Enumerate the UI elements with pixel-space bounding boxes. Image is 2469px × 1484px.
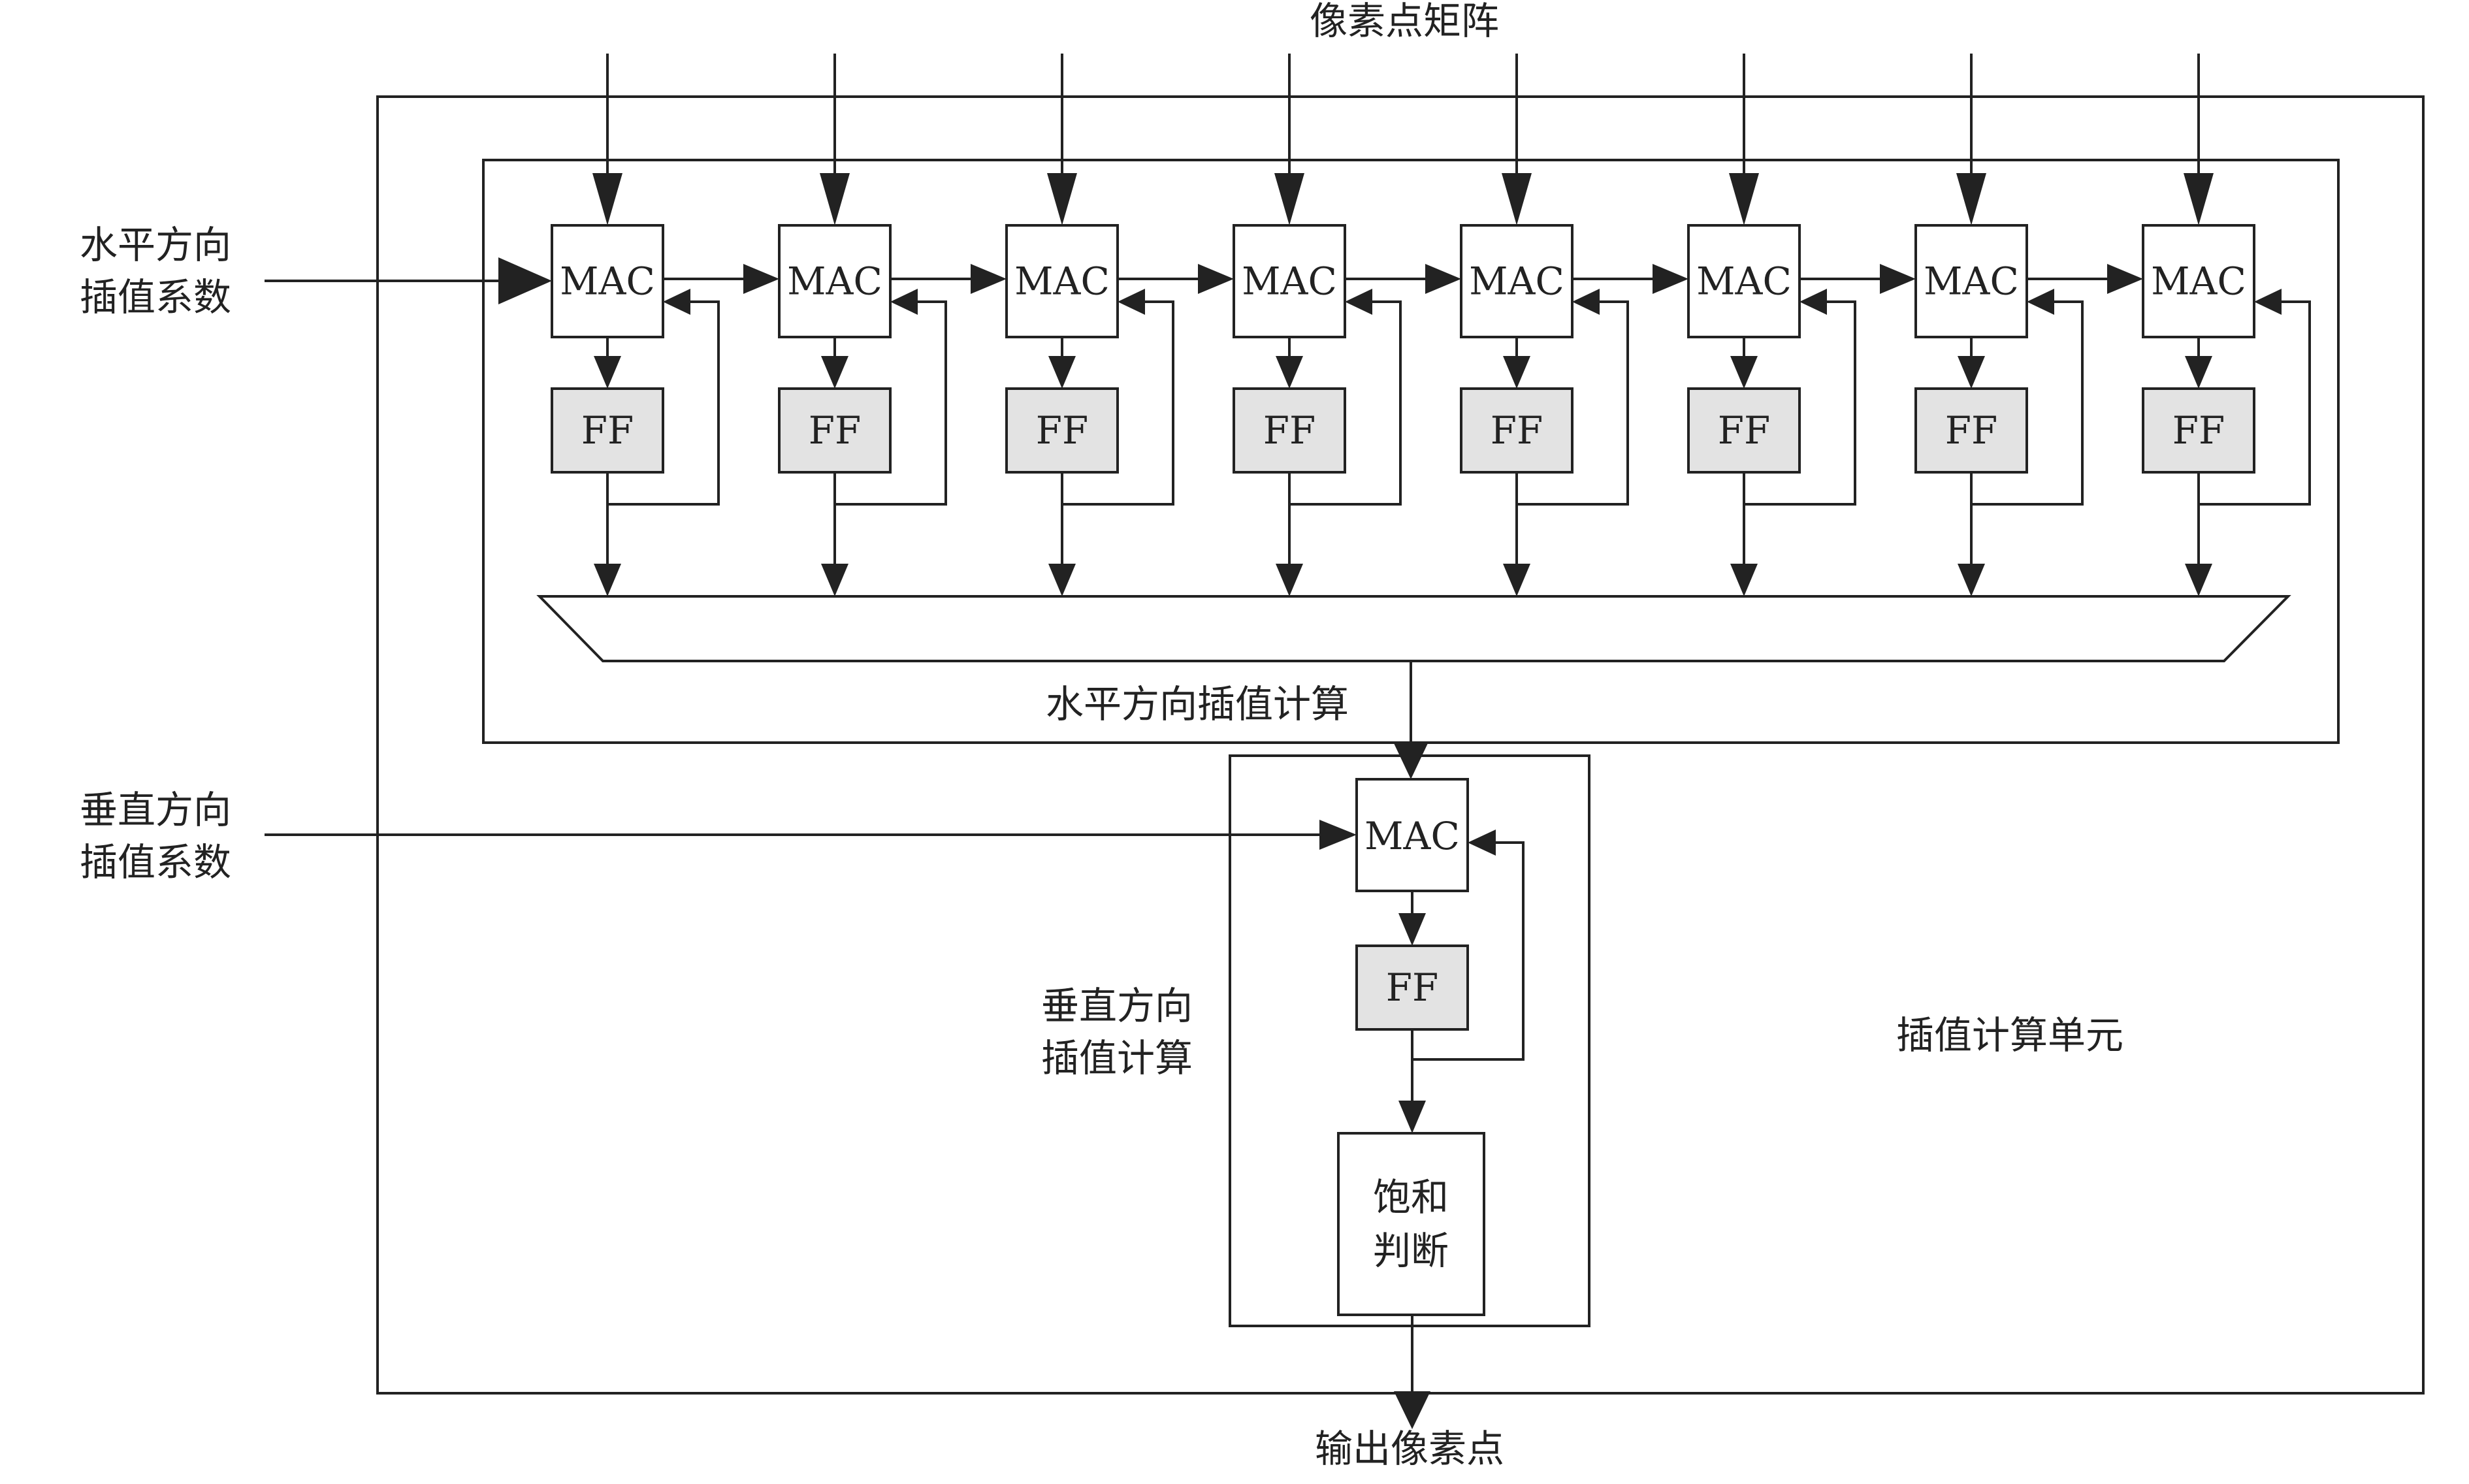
horizontal-adder (536, 595, 2291, 662)
vertical-coeff-label-line1: 垂直方向 (80, 788, 231, 832)
saturation-label-line2: 判断 (1373, 1229, 1449, 1273)
mac-label-7: MAC (1924, 259, 2019, 304)
ff-box-2 (778, 387, 892, 474)
mac-box-2 (778, 224, 892, 338)
ff-label-4: FF (1263, 408, 1316, 453)
ff-box-7 (1914, 387, 2028, 474)
mac-label-1: MAC (560, 259, 655, 304)
vertical-section-label-line1: 垂直方向 (1041, 984, 1193, 1028)
vertical-ff-box (1355, 944, 1469, 1031)
ff-label-3: FF (1036, 408, 1089, 453)
ff-box-3 (1005, 387, 1119, 474)
ff-label-8: FF (2172, 408, 2225, 453)
horizontal-stages: MAC FF MAC FF MAC FF MAC FF MAC FF MAC FF MAC FF MAC FF (551, 224, 2255, 474)
ff-label-6: FF (1718, 408, 1771, 453)
vertical-coeff-label-line2: 插值系数 (80, 840, 231, 884)
mac-box-3 (1005, 224, 1119, 338)
top-input-label: 像素点矩阵 (1310, 0, 1499, 43)
mac-box-1 (551, 224, 664, 338)
ff-label-2: FF (809, 408, 862, 453)
mac-box-5 (1460, 224, 1573, 338)
ff-label-7: FF (1945, 408, 1998, 453)
vertical-section-label-line2: 插值计算 (1041, 1036, 1193, 1080)
horizontal-interpolation-box (482, 159, 2340, 744)
vertical-mac-label: MAC (1364, 814, 1460, 858)
mac-label-8: MAC (2151, 259, 2246, 304)
horizontal-coeff-label-line1: 水平方向 (80, 223, 231, 267)
ff-label-5: FF (1491, 408, 1543, 453)
mac-box-8 (2142, 224, 2255, 338)
mac-label-3: MAC (1014, 259, 1110, 304)
ff-box-4 (1233, 387, 1346, 474)
saturation-label-line1: 饱和 (1373, 1175, 1449, 1219)
horizontal-coeff-label-line2: 插值系数 (80, 275, 231, 319)
mac-box-7 (1914, 224, 2028, 338)
ff-box-6 (1687, 387, 1801, 474)
mac-box-6 (1687, 224, 1801, 338)
unit-label: 插值计算单元 (1896, 1013, 2123, 1057)
horizontal-section-label: 水平方向插值计算 (1046, 682, 1349, 726)
mac-box-4 (1233, 224, 1346, 338)
vertical-mac-box (1355, 778, 1469, 892)
ff-box-8 (2142, 387, 2255, 474)
mac-label-5: MAC (1469, 259, 1564, 304)
vertical-ff-label: FF (1386, 965, 1439, 1010)
mac-label-6: MAC (1696, 259, 1792, 304)
mac-label-2: MAC (787, 259, 882, 304)
output-label: 输出像素点 (1315, 1427, 1504, 1471)
ff-label-1: FF (581, 408, 634, 453)
saturation-box (1337, 1132, 1485, 1316)
mac-label-4: MAC (1242, 259, 1337, 304)
